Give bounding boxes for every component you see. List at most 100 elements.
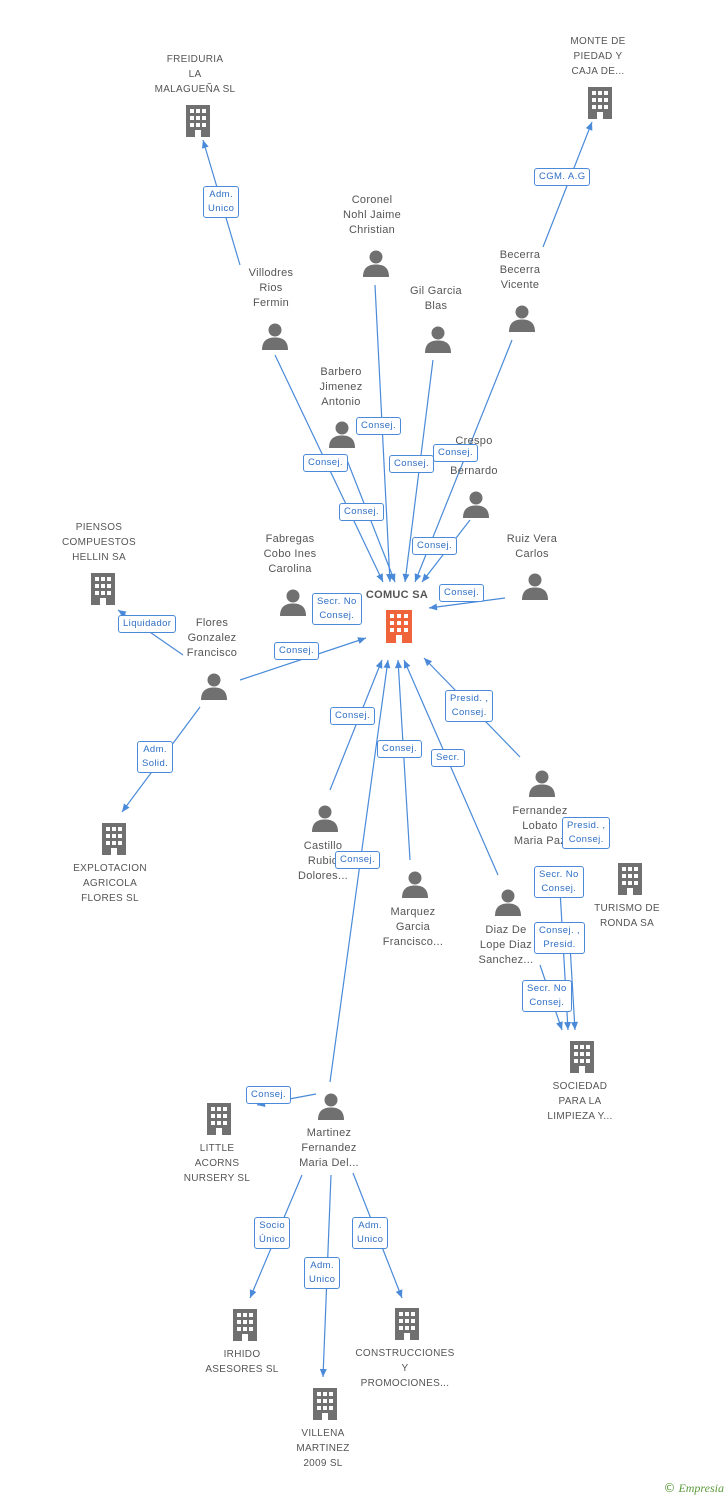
arrowhead-icon: [394, 660, 402, 669]
person-label: Barbero Jimenez Antonio: [319, 366, 363, 408]
center-label: COMUC SA: [365, 589, 429, 601]
relation-label[interactable]: Consej.: [303, 454, 349, 472]
building-icon: [393, 1307, 421, 1346]
person-icon: [200, 672, 228, 705]
arrowhead-icon: [564, 1021, 572, 1030]
relation-label[interactable]: Consej.: [330, 707, 376, 725]
arrowhead-icon: [424, 658, 433, 667]
person-label: Gil Garcia Blas: [410, 285, 462, 312]
company-label: LITTLE ACORNS NURSERY SL: [183, 1143, 251, 1184]
company-label: PIENSOS COMPUESTOS HELLIN SA: [62, 522, 136, 563]
relation-label[interactable]: Consej.: [335, 851, 381, 869]
building-icon: [89, 572, 117, 611]
relation-label[interactable]: Consej.: [356, 417, 402, 435]
brand-logo[interactable]: Empresia: [678, 1481, 724, 1495]
arrowhead-icon: [201, 140, 209, 149]
company-label: VILLENA MARTINEZ 2009 SL: [296, 1428, 350, 1469]
relation-label[interactable]: Adm. Unico: [304, 1257, 341, 1289]
person-icon: [521, 572, 549, 605]
building-icon: [205, 1102, 233, 1141]
arrowhead-icon: [402, 573, 410, 582]
arrowhead-icon: [429, 603, 438, 611]
arrowhead-icon: [122, 803, 130, 812]
person-icon: [424, 325, 452, 358]
edge-line: [329, 659, 383, 791]
edge-line: [428, 597, 506, 609]
company-label: MONTE DE PIEDAD Y CAJA DE...: [570, 36, 626, 77]
edge-line: [329, 659, 389, 1083]
relation-label[interactable]: Consej.: [389, 455, 435, 473]
relation-label[interactable]: Presid. , Consej.: [445, 690, 494, 722]
building-icon: [100, 822, 128, 861]
building-icon: [568, 1040, 596, 1079]
relation-label[interactable]: Adm. Unico: [352, 1217, 389, 1249]
relation-label[interactable]: Liquidador: [118, 615, 177, 633]
relation-label[interactable]: Consej.: [274, 642, 320, 660]
company-label: SOCIEDAD PARA LA LIMPIEZA Y...: [547, 1081, 613, 1122]
person-label: Diaz De Lope Diaz Sanchez...: [478, 924, 534, 966]
center-building-icon[interactable]: [384, 608, 414, 649]
relation-label[interactable]: Secr. No Consej.: [312, 593, 362, 625]
arrowhead-icon: [249, 1289, 257, 1298]
relation-label[interactable]: Secr. No Consej.: [534, 866, 584, 898]
relation-label[interactable]: Secr.: [431, 749, 465, 767]
relation-label[interactable]: CGM. A.G: [534, 168, 591, 186]
relation-label[interactable]: Consej.: [412, 537, 458, 555]
arrowhead-icon: [319, 1368, 327, 1377]
person-icon: [362, 249, 390, 282]
arrowhead-icon: [118, 610, 127, 618]
relation-label[interactable]: Consej.: [439, 584, 485, 602]
person-icon: [317, 1092, 345, 1125]
arrowhead-icon: [585, 122, 593, 131]
person-label: Villodres Rios Fermin: [248, 267, 294, 309]
company-label: FREIDURIA LA MALAGUEÑA SL: [154, 54, 236, 95]
building-icon: [184, 104, 212, 143]
person-label: Ruiz Vera Carlos: [506, 533, 558, 560]
relation-label[interactable]: Adm. Solid.: [137, 741, 174, 773]
relation-label[interactable]: Consej.: [339, 503, 385, 521]
arrowhead-icon: [383, 660, 391, 669]
arrowhead-icon: [376, 573, 383, 582]
brand-footer: © Empresia: [663, 1481, 724, 1496]
company-label: IRHIDO ASESORES SL: [205, 1349, 279, 1375]
edge-line: [569, 944, 576, 1031]
person-icon: [279, 588, 307, 621]
company-label: CONSTRUCCIONES Y PROMOCIONES...: [355, 1348, 455, 1389]
company-label: TURISMO DE RONDA SA: [594, 903, 660, 929]
relation-label[interactable]: Adm. Unico: [203, 186, 240, 218]
edge-line: [403, 659, 499, 876]
relation-label[interactable]: Secr. No Consej.: [522, 980, 572, 1012]
person-label: Martinez Fernandez Maria Del...: [299, 1127, 359, 1169]
relation-label[interactable]: Consej.: [246, 1086, 292, 1104]
person-label: Marquez Garcia Francisco...: [382, 906, 444, 948]
person-icon: [328, 420, 356, 453]
arrowhead-icon: [414, 573, 422, 582]
person-icon: [311, 804, 339, 837]
arrowhead-icon: [388, 573, 396, 582]
copyright-icon: ©: [663, 1481, 676, 1495]
person-icon: [462, 490, 490, 523]
building-icon: [586, 86, 614, 125]
person-label: Flores Gonzalez Francisco: [186, 617, 238, 659]
relation-label[interactable]: Consej.: [377, 740, 423, 758]
company-label: EXPLOTACION AGRICOLA FLORES SL: [73, 863, 147, 904]
person-label: Fabregas Cobo Ines Carolina: [263, 533, 317, 575]
person-icon: [494, 888, 522, 921]
relation-label[interactable]: Consej. , Presid.: [534, 922, 586, 954]
person-icon: [261, 322, 289, 355]
arrowhead-icon: [571, 1021, 579, 1030]
building-icon: [616, 862, 644, 901]
relation-label[interactable]: Consej.: [433, 444, 479, 462]
person-icon: [508, 304, 536, 337]
relation-label[interactable]: Presid. , Consej.: [562, 817, 611, 849]
edge-line: [397, 659, 411, 861]
person-label: Coronel Nohl Jaime Christian: [342, 194, 402, 236]
arrowhead-icon: [357, 637, 366, 644]
arrowhead-icon: [556, 1021, 563, 1030]
arrowhead-icon: [422, 573, 430, 582]
person-icon: [401, 870, 429, 903]
person-label: Castillo Rubio Dolores...: [297, 840, 349, 882]
relation-label[interactable]: Socio Único: [254, 1217, 291, 1249]
building-icon: [311, 1387, 339, 1426]
